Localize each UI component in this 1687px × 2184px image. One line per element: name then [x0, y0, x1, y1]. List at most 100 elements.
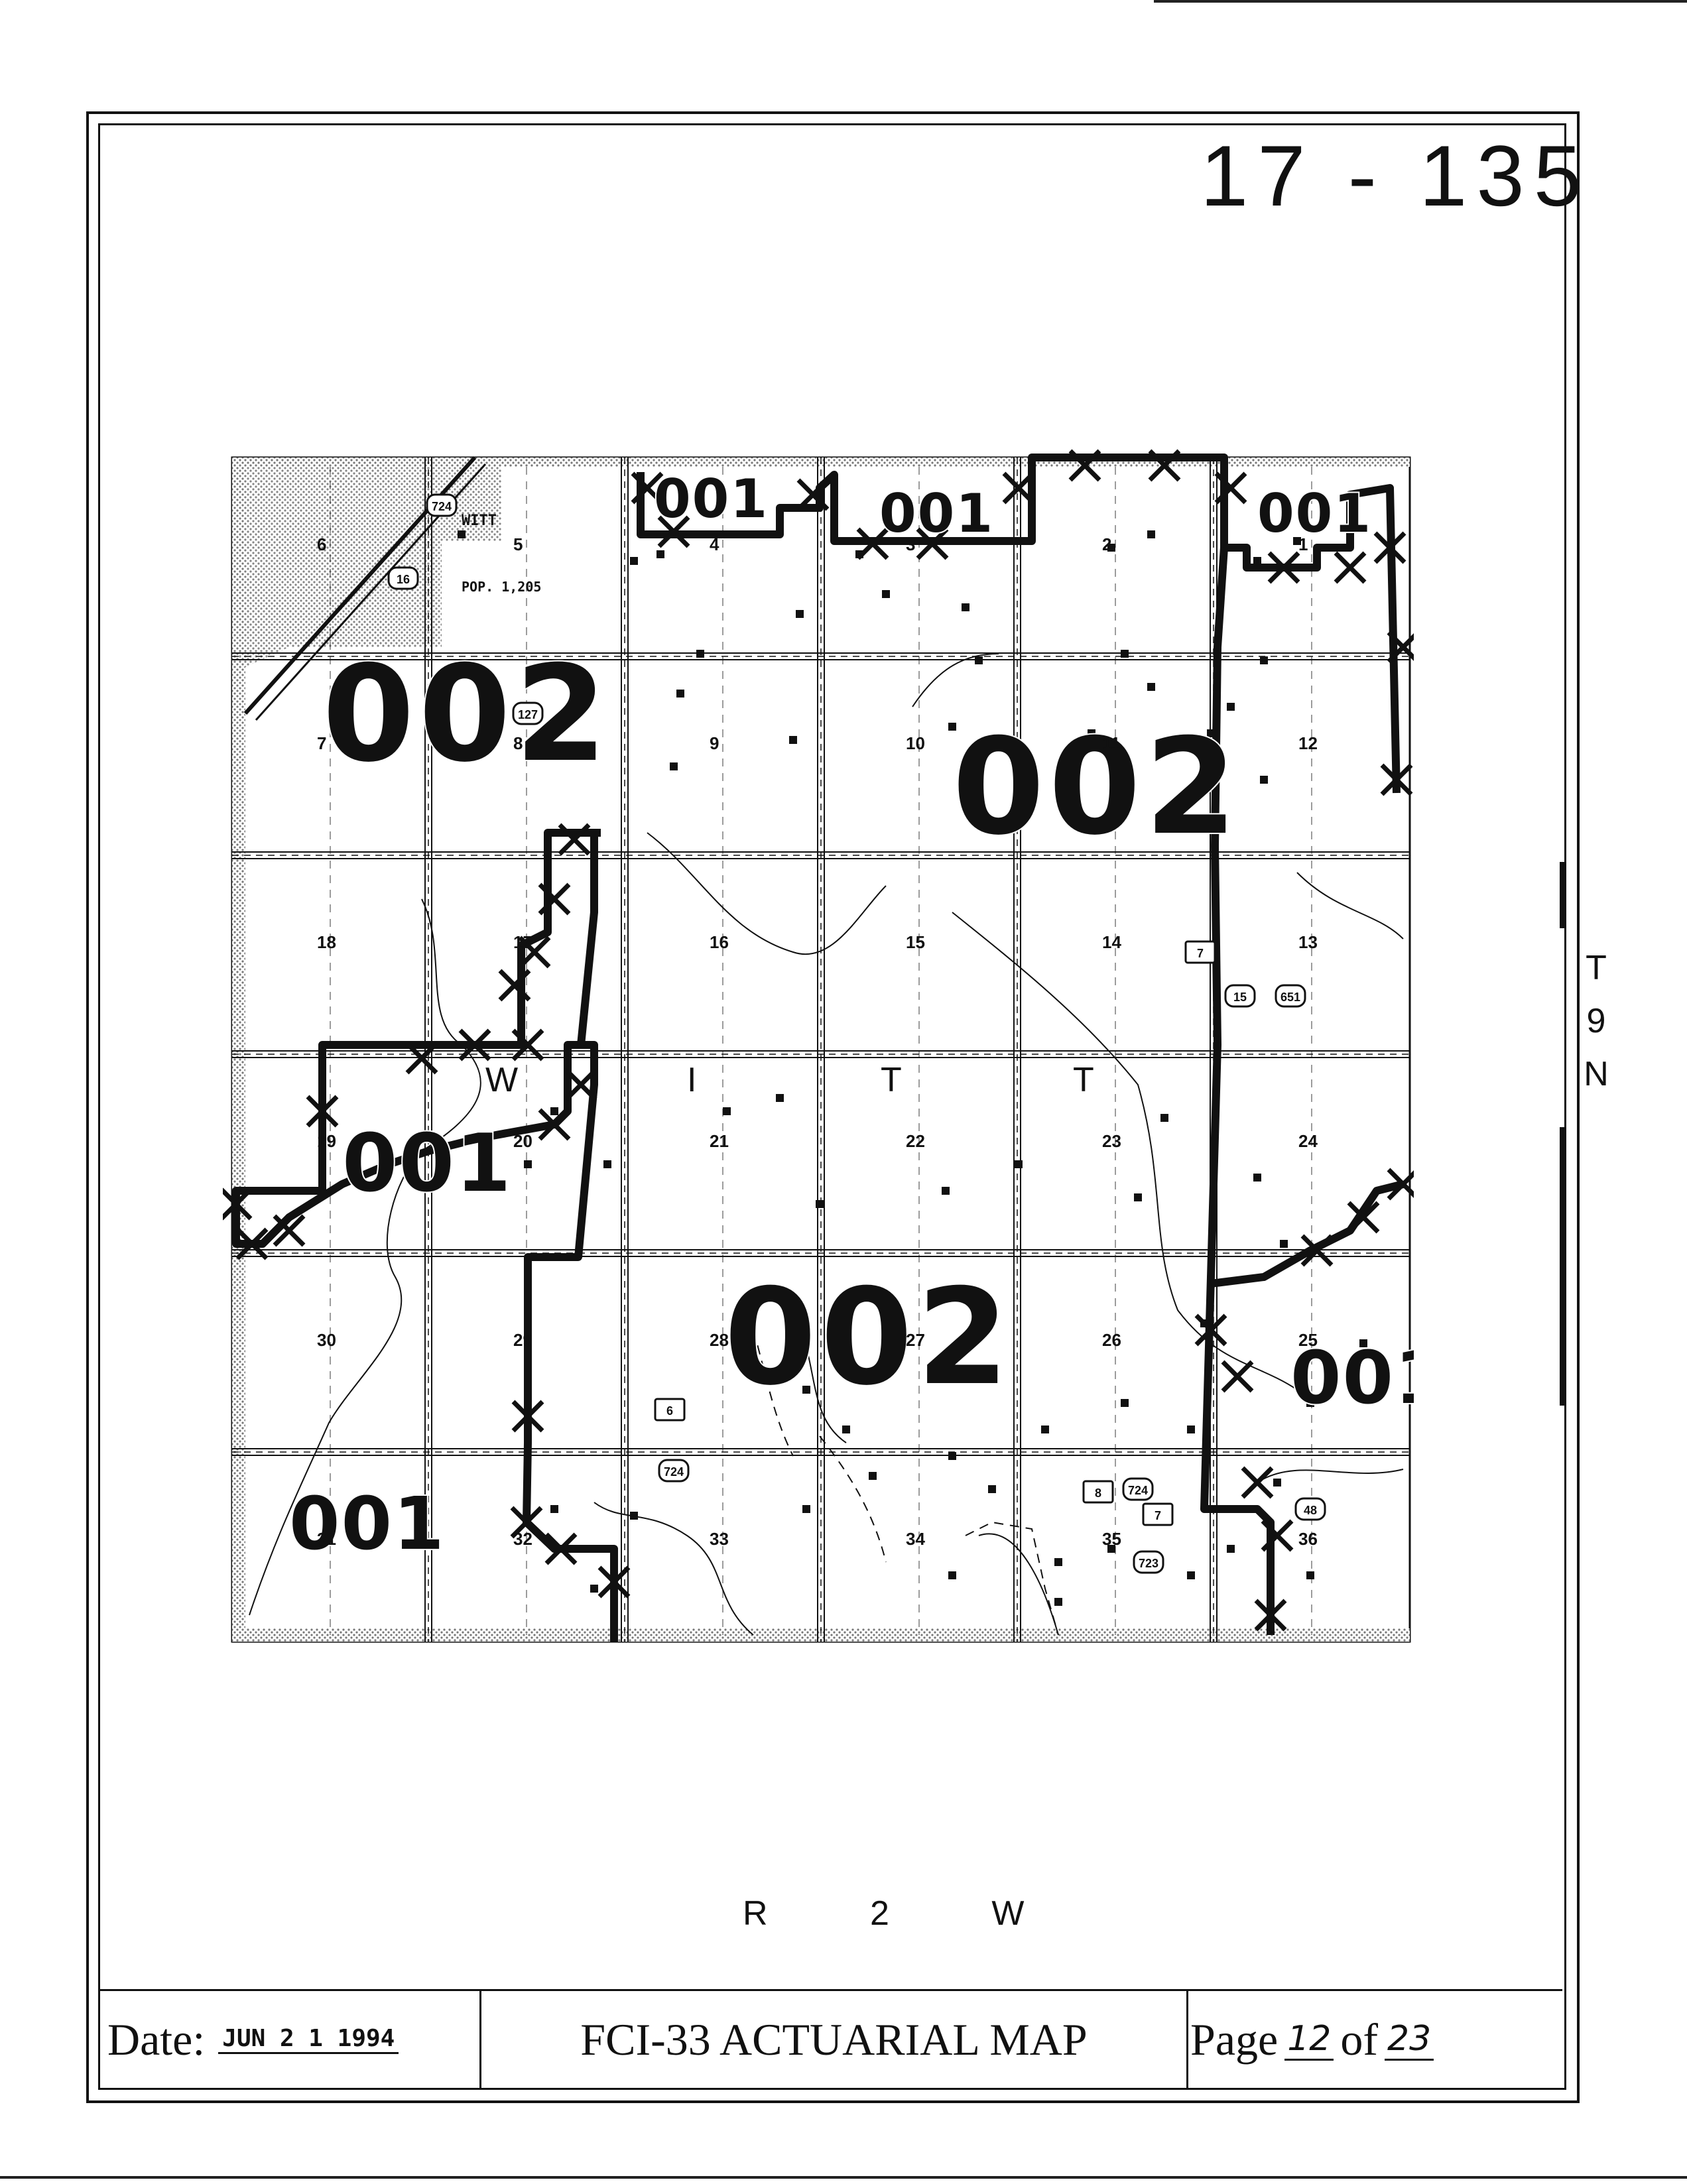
town-population: POP. 1,205: [462, 579, 541, 595]
page-label: Page: [1190, 2014, 1279, 2065]
section-number: 4: [710, 534, 719, 554]
date-stamp: JUN 2 1 1994: [218, 2025, 399, 2054]
zone-tick-x: [597, 1565, 631, 1599]
section-number: 28: [710, 1330, 729, 1350]
svg-text:724: 724: [664, 1465, 684, 1479]
farmstead-dot: [1187, 1426, 1195, 1433]
farmstead-dot: [802, 1505, 810, 1513]
township-map: 001001001002002001002001001 654321789101…: [223, 449, 1414, 1643]
zone-code-label: 002: [322, 637, 611, 792]
highway-shield: 723: [1133, 1550, 1164, 1574]
zone-tick-x: [1068, 449, 1101, 482]
section-number: 30: [317, 1330, 336, 1350]
svg-text:7: 7: [1155, 1509, 1161, 1522]
map-base: [231, 455, 1411, 1643]
farmstead-dot: [816, 1200, 824, 1208]
section-number: 22: [906, 1131, 925, 1151]
farmstead-dot: [1273, 1479, 1281, 1486]
scan-edge-bottom: [0, 2176, 1687, 2179]
section-number: 11: [1102, 733, 1121, 753]
zone-tick-x: [1300, 1234, 1334, 1267]
farmstead-dot: [1088, 729, 1095, 737]
farmstead-dot: [723, 1107, 731, 1115]
farmstead-dot: [1253, 557, 1261, 565]
zone-overlay: 001001001002002001002001001: [223, 449, 1414, 1642]
farmstead-dot: [1293, 537, 1301, 545]
farmstead-dot: [458, 530, 466, 538]
farmstead-dot: [796, 610, 804, 618]
section-number: 34: [906, 1529, 925, 1549]
highway-shield: 127: [512, 701, 544, 725]
farmstead-dot: [524, 1160, 532, 1168]
section-number: 35: [1102, 1529, 1121, 1549]
township-label-part: T: [1586, 949, 1607, 987]
svg-text:127: 127: [518, 708, 538, 721]
section-road: [817, 457, 825, 1642]
svg-text:724: 724: [1128, 1484, 1148, 1497]
farmstead-dot: [1260, 776, 1268, 784]
section-number: 16: [710, 932, 729, 952]
stipple-south: [232, 1628, 1410, 1642]
zone-tick-x: [1387, 1168, 1414, 1201]
farmstead-dot: [962, 603, 969, 611]
farmstead-dot: [1306, 1571, 1314, 1579]
section-number: 29: [513, 1330, 532, 1350]
stream: [594, 1502, 754, 1636]
zone-tick-x: [657, 515, 690, 548]
zone-code-label: 001: [879, 483, 994, 544]
page-frame-outer: [86, 111, 1580, 2103]
zone-tick-x: [1214, 471, 1247, 505]
farmstead-dot: [948, 1571, 956, 1579]
highway-shield: 15: [1224, 984, 1256, 1008]
farmstead-dot: [975, 656, 983, 664]
page-total: 23: [1385, 2019, 1434, 2061]
section-number: 8: [513, 733, 523, 753]
zone-tick-x: [405, 1042, 438, 1075]
farmstead-dot: [1147, 683, 1155, 691]
zone-tick-x: [538, 1108, 571, 1141]
farmstead-dot: [1160, 1114, 1168, 1122]
stream: [1296, 872, 1404, 940]
farmstead-dot: [1187, 1571, 1195, 1579]
farmstead-dot: [1359, 1339, 1367, 1347]
farmstead-dot: [1280, 1240, 1288, 1248]
footer: Date: JUN 2 1 1994 FCI-33 ACTUARIAL MAP …: [98, 1989, 1562, 2088]
farmstead-dot: [1015, 1160, 1023, 1168]
stream: [647, 832, 887, 955]
svg-text:724: 724: [432, 500, 452, 513]
zone-tick-x: [564, 1068, 597, 1101]
page-of: of: [1340, 2014, 1379, 2065]
zone-tick-x: [518, 936, 551, 969]
svg-text:723: 723: [1139, 1557, 1158, 1570]
farmstead-dot: [1227, 703, 1235, 711]
farmstead-dot: [942, 1187, 950, 1195]
zone-tick-x: [223, 1187, 253, 1221]
page-frame-inner: [98, 123, 1566, 2090]
township-bar-top: [1560, 862, 1565, 928]
zone-tick-x: [631, 471, 664, 505]
svg-text:651: 651: [1281, 991, 1300, 1004]
zone-code-label: 001: [1290, 1335, 1414, 1420]
zone-boundary: [637, 454, 1401, 794]
section-number: 27: [906, 1330, 925, 1350]
section-number: 20: [513, 1131, 532, 1151]
farmstead-dot: [948, 1452, 956, 1460]
farmstead-dot: [789, 736, 797, 744]
zone-boundary: [232, 829, 618, 1642]
stipple-west: [232, 457, 245, 1642]
section-number: 17: [513, 932, 532, 952]
zone-tick-x: [1002, 471, 1035, 505]
range-label: R 2 W: [743, 1894, 1071, 1933]
zone-tick-x: [510, 1506, 543, 1539]
zone-code-label: 001: [654, 468, 769, 530]
township-label-part: 9: [1586, 1002, 1606, 1040]
section-number: 5: [513, 534, 523, 554]
zone-tick-x: [1267, 551, 1300, 584]
trail: [819, 1435, 887, 1563]
section-number: 14: [1102, 932, 1121, 952]
zone-code-label: 001: [342, 1118, 513, 1210]
farmstead-dot: [550, 1107, 558, 1115]
highway-shield: 651: [1275, 984, 1306, 1008]
farmstead-dot: [1253, 1174, 1261, 1182]
